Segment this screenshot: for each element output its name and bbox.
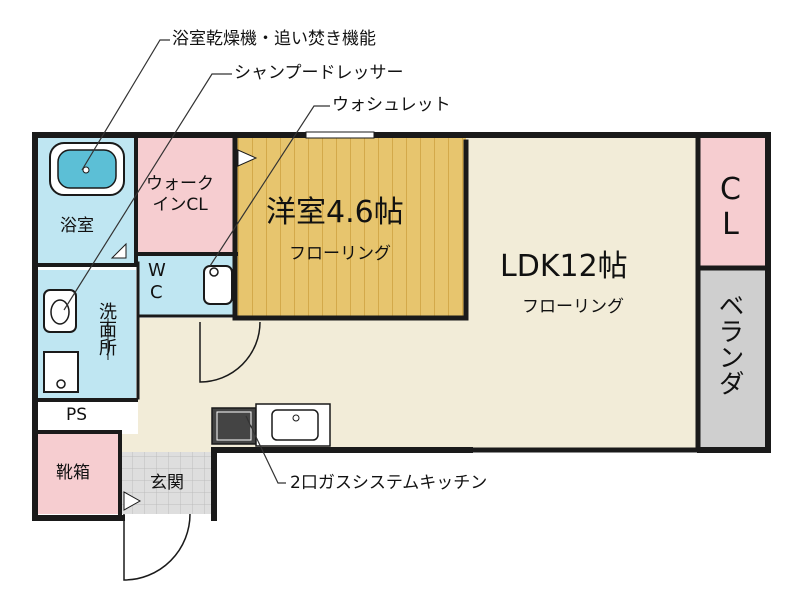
- shoe-box-room: [38, 434, 122, 514]
- window: [305, 131, 375, 139]
- label-shoe-box: 靴箱: [56, 463, 90, 483]
- label-walkin-closet: ウォーク インCL: [146, 174, 214, 216]
- label-washroom: 洗面所: [96, 302, 117, 356]
- label-balcony: ベランダ: [714, 292, 744, 396]
- label-wc-c: C: [150, 282, 163, 303]
- label-wc-w: W: [148, 260, 166, 281]
- label-ps: PS: [66, 405, 88, 425]
- wedge-marker: [237, 149, 258, 167]
- callout-kitchen: 2口ガスシステムキッチン: [290, 473, 488, 493]
- wedge-marker: [110, 242, 127, 259]
- gas-stove-icon: [211, 407, 257, 445]
- balcony-room: [700, 270, 766, 450]
- closet-room: [700, 138, 766, 266]
- label-western-room: 洋室4.6帖: [266, 195, 404, 230]
- label-closet: CL: [713, 172, 748, 242]
- walls: [32, 132, 771, 521]
- label-western-floor: フローリング: [289, 244, 391, 264]
- callout-shampoo-dresser: シャンプードレッサー: [234, 63, 404, 83]
- door-swing: [123, 513, 191, 581]
- label-ldk: LDK12帖: [500, 249, 628, 284]
- entrance-room: [122, 452, 214, 514]
- entrance-step: [122, 434, 214, 452]
- door-swing: [199, 321, 261, 383]
- wedge-marker: [123, 491, 142, 511]
- ps-room: [38, 400, 136, 430]
- callout-bath-dryer: 浴室乾燥機・追い焚き機能: [172, 29, 376, 49]
- ldk-room: [466, 138, 698, 450]
- label-bath: 浴室: [60, 216, 94, 236]
- hallway: [138, 318, 200, 450]
- label-entrance: 玄関: [150, 473, 184, 493]
- sink-icon: [271, 409, 319, 441]
- label-ldk-floor: フローリング: [522, 297, 624, 317]
- callout-leaders: [63, 39, 330, 484]
- walkin-closet-room: [138, 138, 233, 253]
- callout-washlet: ウォシュレット: [332, 95, 451, 115]
- washing-machine-icon: [43, 351, 79, 393]
